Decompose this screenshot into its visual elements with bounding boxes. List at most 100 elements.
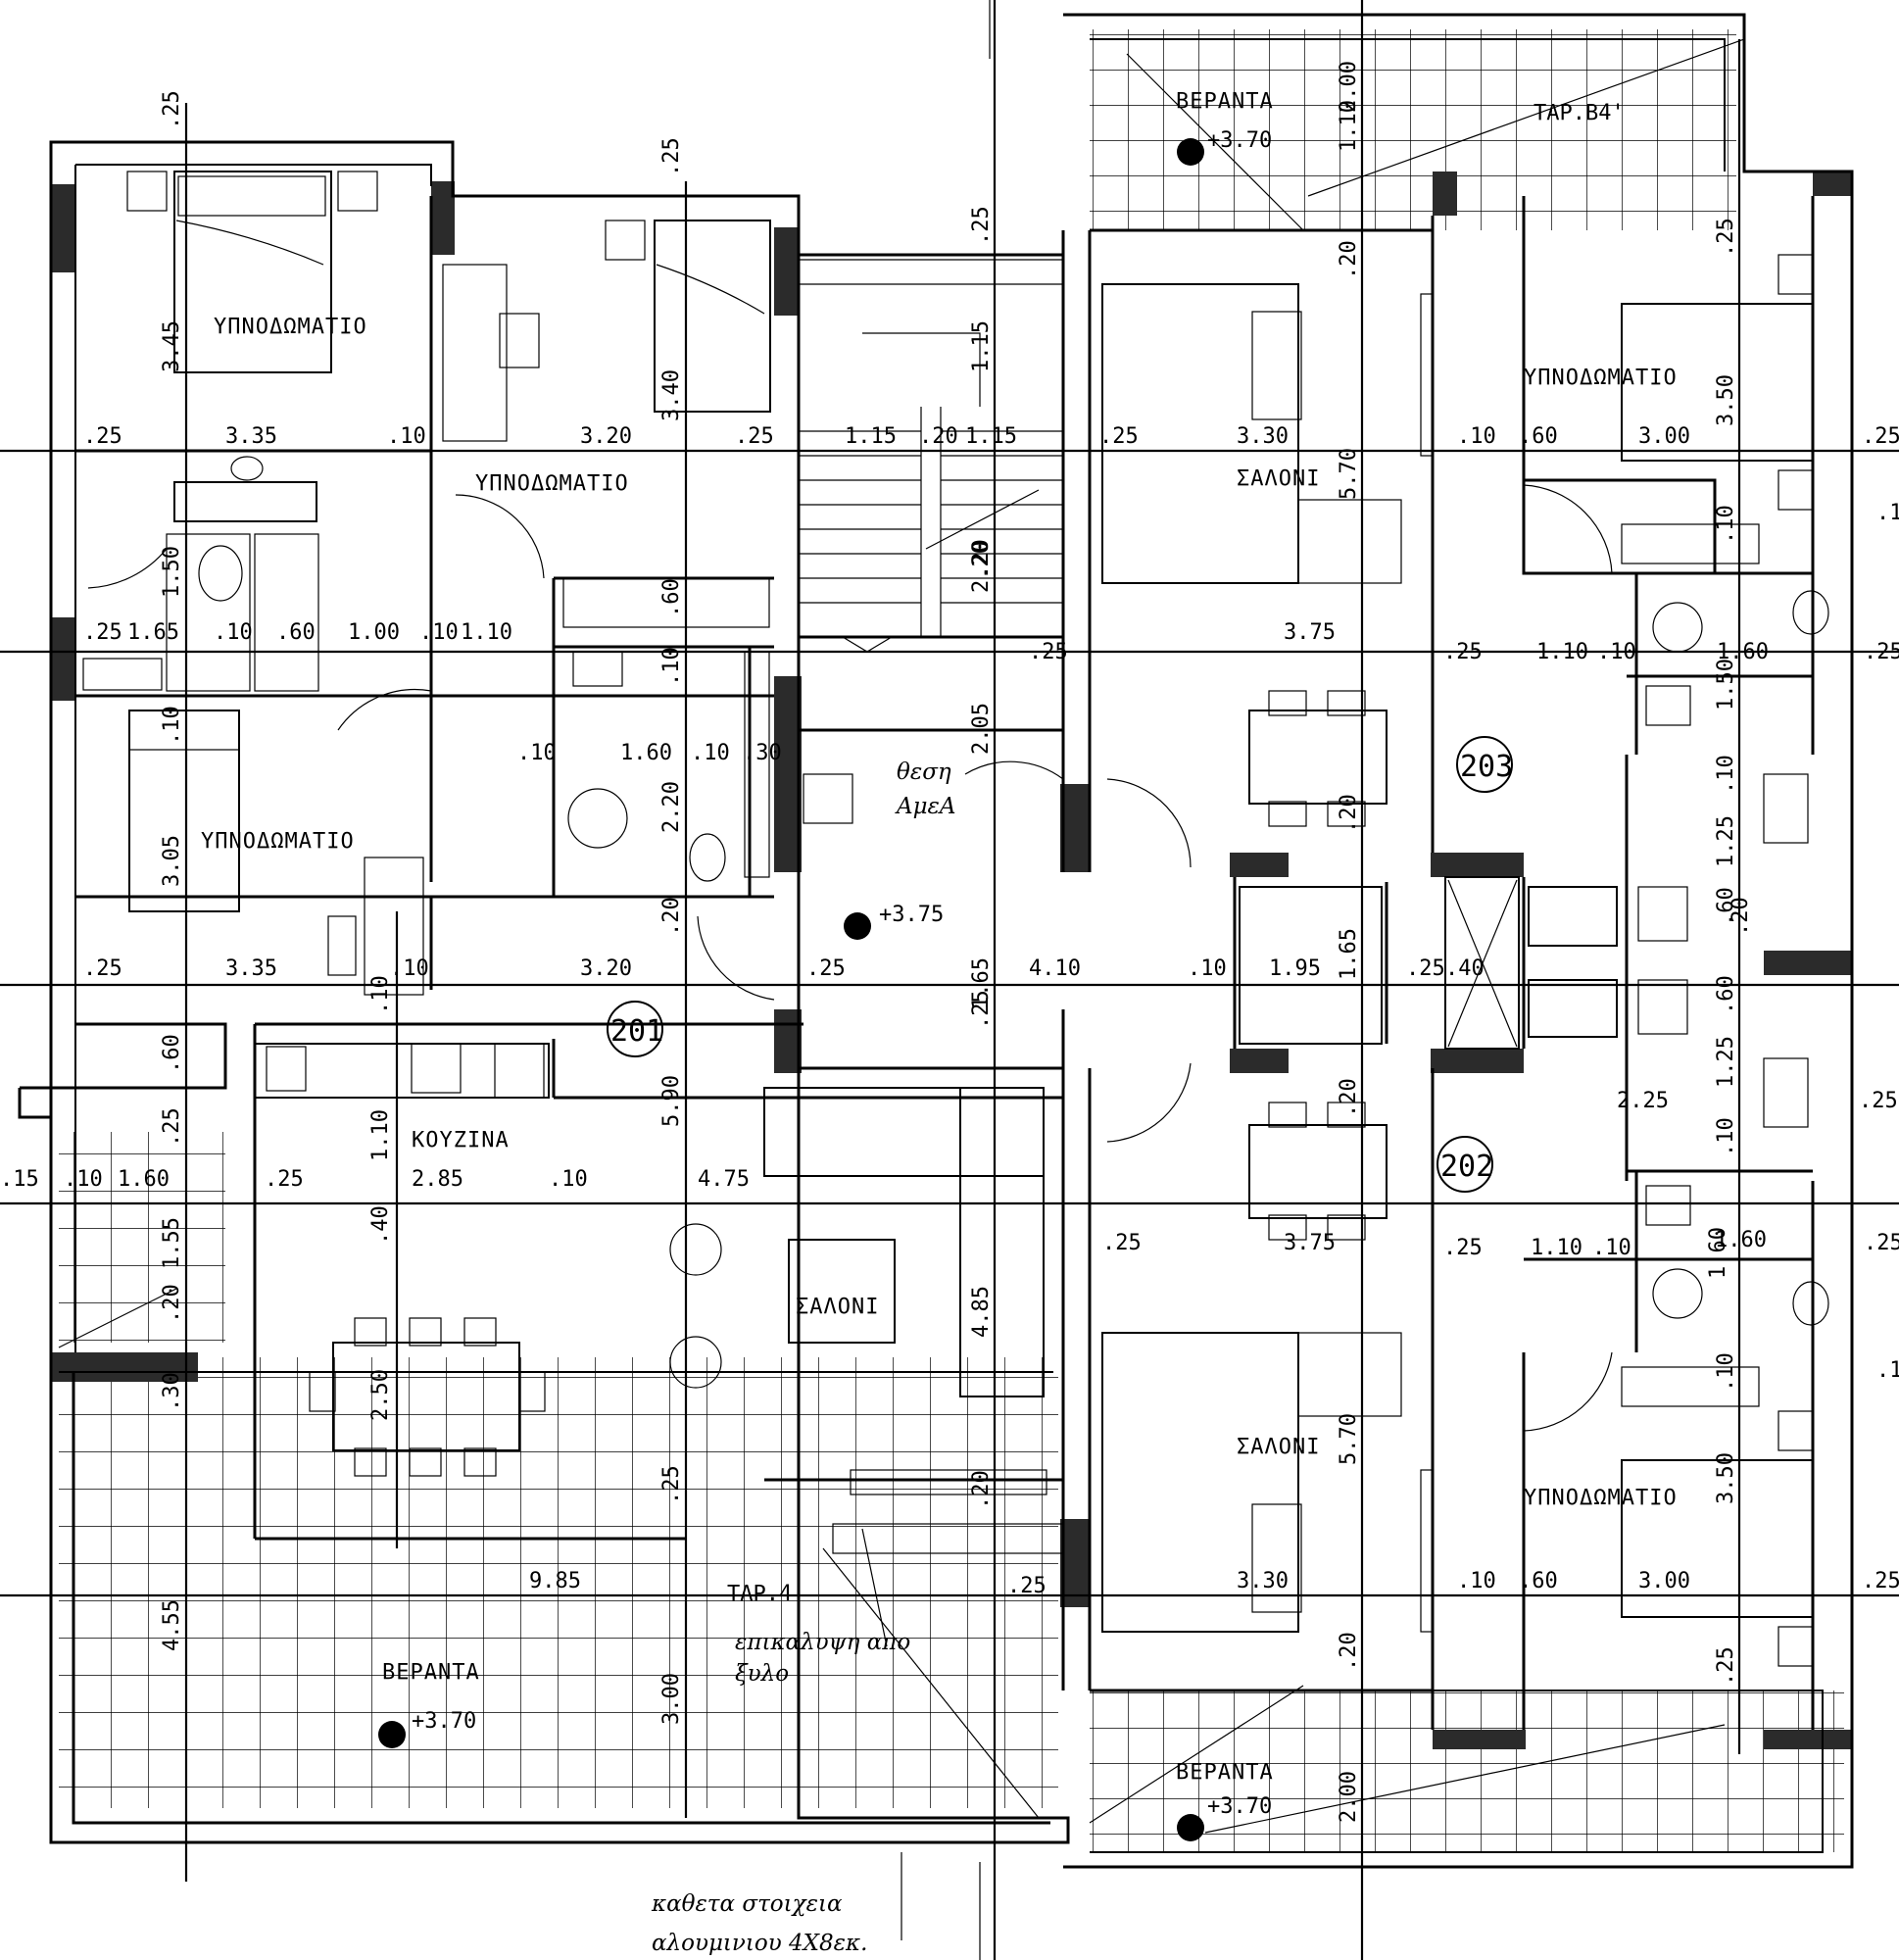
dim: 3.35 bbox=[225, 424, 277, 449]
interior-walls bbox=[75, 194, 1815, 1730]
dim: .25 bbox=[659, 1465, 684, 1504]
dim: .25 bbox=[969, 206, 994, 245]
dim: .25 bbox=[160, 1107, 184, 1147]
dim: .25 bbox=[1714, 1646, 1738, 1686]
dim: .10 bbox=[1714, 1117, 1738, 1156]
dim: 2.20 bbox=[969, 541, 994, 593]
dim: 4.10 bbox=[1029, 956, 1081, 981]
dim: 3.00 bbox=[659, 1673, 684, 1725]
room-salon-main: ΣΑΛΟΝΙ bbox=[796, 1295, 879, 1319]
dim: .25 bbox=[83, 424, 122, 449]
dim: 1.10 bbox=[1337, 100, 1361, 152]
dim: .25 bbox=[1864, 640, 1899, 664]
note-tar-top: ΤΑΡ.Β4' bbox=[1534, 101, 1625, 125]
dim: .20 bbox=[969, 1470, 994, 1509]
room-salon-tr: ΣΑΛΟΝΙ bbox=[1237, 466, 1320, 491]
dim: 1.60 bbox=[1717, 640, 1769, 664]
unit-numbers: 201 203 202 bbox=[610, 750, 1513, 1184]
dim: .10 bbox=[1592, 1236, 1631, 1260]
level-top: +3.70 bbox=[1207, 128, 1272, 153]
dim: .20 bbox=[919, 424, 958, 449]
staircase bbox=[798, 259, 1064, 653]
dim: .15 bbox=[1876, 1358, 1899, 1383]
dim: 4.75 bbox=[698, 1167, 750, 1192]
dim: 1.10 bbox=[1531, 1236, 1582, 1260]
dim: .60 bbox=[1519, 1569, 1558, 1593]
dim: .10 bbox=[419, 620, 459, 645]
room-bedroom-tr: ΥΠΝΟΔΩΜΑΤΙΟ bbox=[1524, 366, 1678, 390]
dim: 1.10 bbox=[461, 620, 512, 645]
note-parking-1: θεση bbox=[897, 760, 951, 785]
plan-notes: θεση ΑμεΑ ΤΑΡ.Β4' ΤΑΡ.4 επικαλυψη απο ξυ… bbox=[651, 101, 1625, 1956]
dim: 1.50 bbox=[1714, 659, 1738, 710]
level-hall: +3.75 bbox=[879, 903, 944, 927]
dim: 5.90 bbox=[659, 1075, 684, 1127]
dim: .20 bbox=[1729, 897, 1753, 936]
dim: .20 bbox=[969, 539, 994, 578]
dim: .25 bbox=[659, 137, 684, 176]
doors bbox=[58, 38, 1745, 1834]
dim: 1.60 bbox=[118, 1167, 170, 1192]
dim: 3.00 bbox=[1638, 1569, 1690, 1593]
dim: .25 bbox=[83, 620, 122, 645]
dim: .60 bbox=[659, 578, 684, 617]
dim: .15 bbox=[1876, 501, 1899, 525]
dim: .30 bbox=[160, 1372, 184, 1411]
dim: .10 bbox=[1597, 640, 1636, 664]
note-tar-main: ΤΑΡ.4 bbox=[727, 1582, 792, 1606]
dim: 1.15 bbox=[965, 424, 1017, 449]
dim: .25 bbox=[806, 956, 846, 981]
dim: .25 bbox=[1714, 218, 1738, 257]
dim: .25 bbox=[1099, 424, 1139, 449]
level-bottom: +3.70 bbox=[1207, 1794, 1272, 1819]
dim: .25 bbox=[1864, 1231, 1899, 1255]
room-kitchen: ΚΟΥΖΙΝΑ bbox=[412, 1128, 510, 1152]
room-veranda-main: ΒΕΡΑΝΤΑ bbox=[382, 1660, 480, 1685]
dim: .10 bbox=[659, 647, 684, 686]
furniture bbox=[82, 171, 1829, 1667]
dim: .20 bbox=[160, 1284, 184, 1323]
dim: 2.00 bbox=[1337, 1771, 1361, 1823]
dim: .25 bbox=[83, 956, 122, 981]
dim: .10 bbox=[1457, 1569, 1496, 1593]
unit-201: 201 bbox=[610, 1014, 663, 1049]
dim: 2.85 bbox=[412, 1167, 463, 1192]
room-bedroom-ml: ΥΠΝΟΔΩΜΑΤΙΟ bbox=[201, 829, 355, 854]
dim: .25 bbox=[1007, 1574, 1047, 1598]
dim: 1.50 bbox=[160, 546, 184, 598]
dim: .60 bbox=[1519, 424, 1558, 449]
dim: 2.25 bbox=[1617, 1089, 1669, 1113]
dim: .25 bbox=[265, 1167, 304, 1192]
dim: 1.65 bbox=[969, 957, 994, 1009]
dim: 1.15 bbox=[969, 320, 994, 372]
room-bedroom-tl: ΥΠΝΟΔΩΜΑΤΙΟ bbox=[214, 315, 367, 339]
dim: 1.55 bbox=[160, 1217, 184, 1269]
dim: 1.10 bbox=[1536, 640, 1588, 664]
dim: .40 bbox=[1445, 956, 1485, 981]
level-values: +3.70 +3.75 +3.70 +3.70 bbox=[412, 128, 1272, 1819]
dim: .25 bbox=[1862, 424, 1899, 449]
dim: .30 bbox=[743, 741, 782, 765]
room-labels: ΥΠΝΟΔΩΜΑΤΙΟ ΥΠΝΟΔΩΜΑΤΙΟ ΥΠΝΟΔΩΜΑΤΙΟ ΥΠΝΟ… bbox=[201, 89, 1678, 1785]
dim: .60 bbox=[276, 620, 316, 645]
dim: .20 bbox=[1337, 794, 1361, 833]
dim: 3.40 bbox=[659, 369, 684, 421]
note-vertical-1: καθετα στοιχεια bbox=[651, 1891, 843, 1917]
room-bedroom-tc: ΥΠΝΟΔΩΜΑΤΙΟ bbox=[475, 471, 629, 496]
dim: 3.50 bbox=[1714, 1452, 1738, 1504]
dim: .20 bbox=[1337, 1632, 1361, 1671]
dim: 4.85 bbox=[969, 1286, 994, 1338]
dim: .25 bbox=[1862, 1569, 1899, 1593]
dim: 1.60 bbox=[620, 741, 672, 765]
dim: .25 bbox=[1102, 1231, 1142, 1255]
dim: 9.85 bbox=[529, 1569, 581, 1593]
dim: 3.50 bbox=[1714, 374, 1738, 426]
dim: .10 bbox=[549, 1167, 588, 1192]
dim: 3.30 bbox=[1237, 424, 1289, 449]
room-salon-br: ΣΑΛΟΝΙ bbox=[1237, 1435, 1320, 1459]
dim: .60 bbox=[1714, 975, 1738, 1014]
dim: .10 bbox=[387, 424, 426, 449]
dim: 3.75 bbox=[1284, 620, 1336, 645]
dim: 3.20 bbox=[580, 956, 632, 981]
